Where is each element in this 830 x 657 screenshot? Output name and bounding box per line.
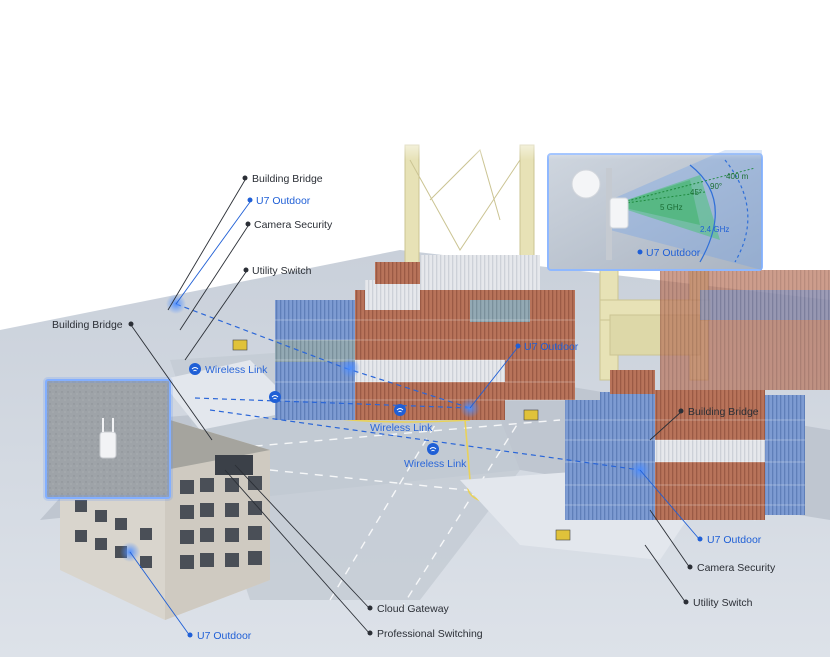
coverage-angle-narrow: 45° (690, 188, 702, 197)
container-stack-right (565, 370, 805, 520)
sky-fade (0, 130, 830, 160)
wireless-link-label: Wireless Link (404, 458, 467, 470)
sidewalk (160, 360, 300, 430)
callout-camera-security-top: Camera Security (254, 219, 333, 231)
wifi-badge-icon (394, 404, 406, 416)
wireless-link-lines (175, 303, 641, 471)
container-yard-back (660, 270, 830, 390)
callout-building-bridge-top: Building Bridge (252, 173, 323, 185)
callout-cloud-gateway: Cloud Gateway (377, 603, 450, 615)
wireless-link-label: Wireless Link (370, 422, 433, 434)
callout-utility-switch-right: Utility Switch (693, 597, 753, 609)
wall-mount-inset (43, 377, 173, 501)
callout-u7-outdoor-bottom: U7 Outdoor (197, 630, 252, 642)
forklift-icon (232, 339, 571, 541)
wifi-badge-icon (427, 443, 439, 455)
coverage-device-label: U7 Outdoor (646, 247, 701, 259)
callout-building-bridge-right: Building Bridge (688, 406, 759, 418)
wifi-badge-icon (189, 363, 201, 375)
coverage-band-5ghz: 5 GHz (660, 203, 683, 212)
wireless-link-label: Wireless Link (205, 364, 268, 376)
leader-lines (129, 179, 701, 637)
callout-dots (128, 175, 703, 638)
container-stack-center (275, 255, 575, 420)
wifi-badge-icon (269, 391, 281, 403)
coverage-range-label: 400 m (726, 172, 749, 181)
coverage-inset (547, 150, 763, 271)
coverage-band-24ghz: 2.4 GHz (700, 225, 729, 234)
callout-u7-outdoor-mid: U7 Outdoor (524, 341, 579, 353)
callout-building-bridge-left: Building Bridge (52, 319, 123, 331)
callout-camera-security-right: Camera Security (697, 562, 776, 574)
callout-u7-outdoor-top: U7 Outdoor (256, 195, 311, 207)
callout-utility-switch-top: Utility Switch (252, 265, 312, 277)
callout-professional-switching: Professional Switching (377, 628, 483, 640)
coverage-angle-wide: 90° (710, 182, 722, 191)
callout-u7-outdoor-right: U7 Outdoor (707, 534, 762, 546)
